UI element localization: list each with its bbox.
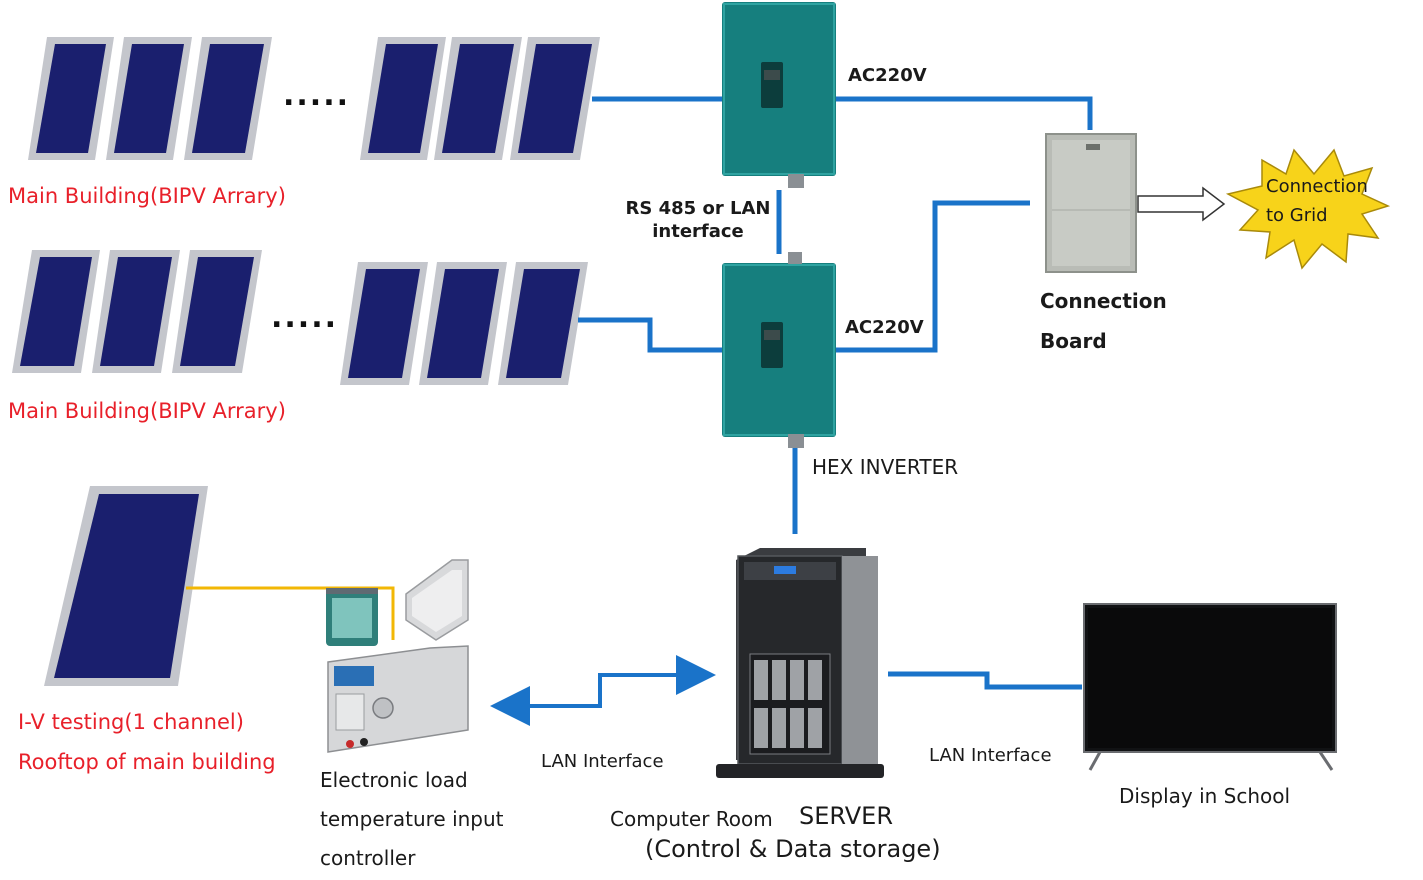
label-electronic-load-line1: Electronic load <box>320 768 468 792</box>
label-connection-board-line2: Board <box>1040 329 1107 353</box>
ellipsis-middle: ..... <box>271 300 338 335</box>
label-rs485-line1: RS 485 or LAN <box>625 198 771 219</box>
cable-array-middle-to-inverter <box>578 317 722 353</box>
electronic-load-equipment <box>326 559 469 753</box>
arrow-to-grid <box>1137 186 1226 222</box>
pv-array-middle-left <box>12 250 262 373</box>
label-server: SERVER <box>799 802 894 830</box>
pv-panel <box>12 250 100 373</box>
ellipsis-top: ..... <box>283 78 350 113</box>
controller-box <box>405 559 469 641</box>
sensor-cable <box>186 586 395 640</box>
label-ac220v-bottom: AC220V <box>845 317 924 338</box>
pv-panel <box>92 250 180 373</box>
server-tower <box>716 548 884 778</box>
pv-array-middle-right <box>340 262 588 385</box>
grid-starburst <box>1225 148 1391 270</box>
drive-bays <box>749 653 831 755</box>
pv-panel <box>106 37 192 160</box>
cable-server-to-display <box>888 671 1082 690</box>
label-array-middle: Main Building(BIPV Arrary) <box>8 399 286 423</box>
electronic-load-unit <box>327 645 469 753</box>
label-connection-board-line1: Connection <box>1040 289 1167 313</box>
label-rs485-line2: interface <box>652 221 744 242</box>
pv-panel <box>419 262 507 385</box>
label-ac220v-top: AC220V <box>848 65 927 86</box>
pv-panel <box>184 37 272 160</box>
pv-array-top-right <box>360 37 600 160</box>
label-iv-testing-line1: I-V testing(1 channel) <box>18 710 244 734</box>
cable-server-to-electronic-load <box>490 655 716 726</box>
pv-panel <box>434 37 522 160</box>
cable-inverter-bottom-to-board <box>836 200 1030 353</box>
school-display <box>1083 603 1337 771</box>
temperature-module <box>326 588 378 646</box>
label-iv-testing-line2: Rooftop of main building <box>18 750 276 774</box>
pv-panel <box>498 262 588 385</box>
pv-panel <box>172 250 262 373</box>
connection-board <box>1045 133 1137 273</box>
pv-panel <box>360 37 446 160</box>
label-electronic-load-line2: temperature input <box>320 807 504 831</box>
label-lan-left: LAN Interface <box>541 751 664 772</box>
label-control-data-storage: (Control & Data storage) <box>645 835 941 863</box>
inverter-bottom <box>722 252 836 448</box>
inverter-top <box>722 2 836 188</box>
label-grid-line1: Connection <box>1266 176 1368 197</box>
label-array-top: Main Building(BIPV Arrary) <box>8 184 286 208</box>
pv-panel <box>510 37 600 160</box>
cable-inverter-top-to-board <box>836 96 1093 130</box>
label-display: Display in School <box>1119 784 1291 808</box>
iv-test-panel <box>44 486 208 686</box>
label-computer-room: Computer Room <box>610 807 773 831</box>
label-lan-right: LAN Interface <box>929 745 1052 766</box>
label-grid-line2: to Grid <box>1266 205 1328 226</box>
pv-panel <box>340 262 428 385</box>
pv-panel <box>28 37 114 160</box>
label-electronic-load-line3: controller <box>320 846 416 870</box>
label-hex-inverter: HEX INVERTER <box>812 455 959 479</box>
pv-array-top-left <box>28 37 272 160</box>
